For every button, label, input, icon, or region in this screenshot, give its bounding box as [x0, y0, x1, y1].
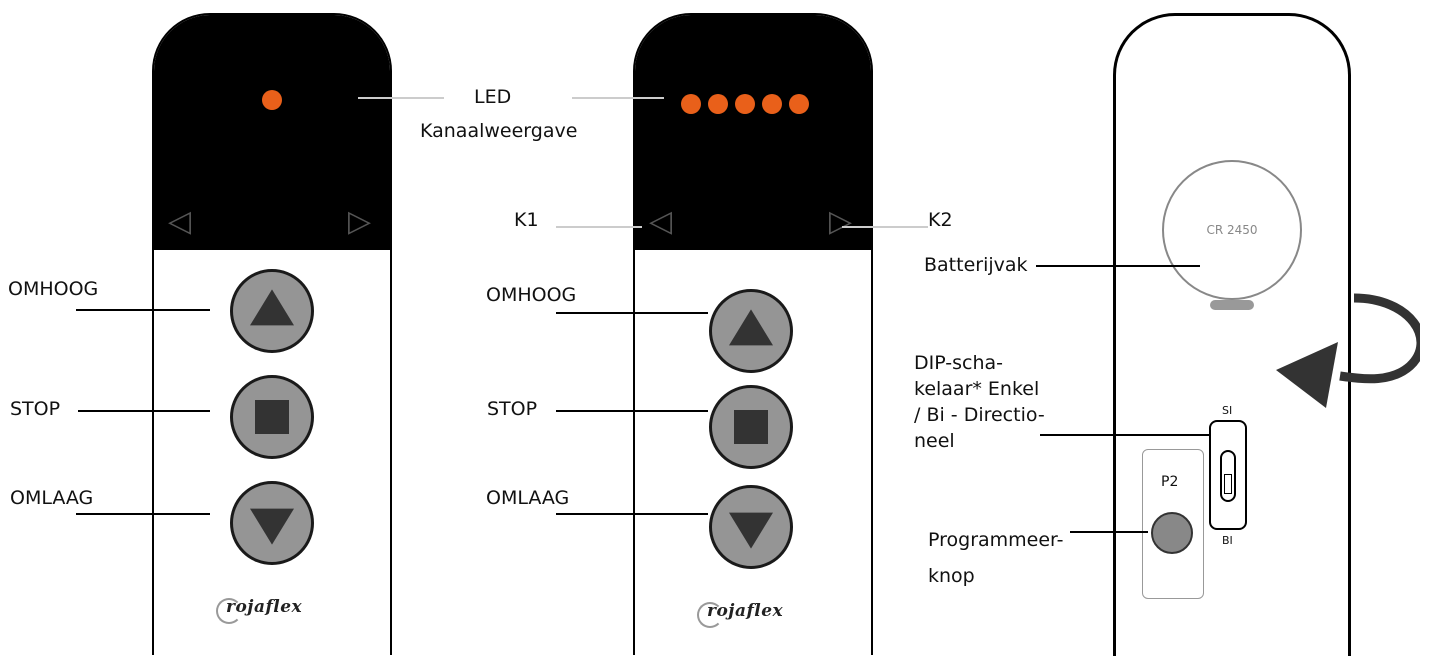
- leader-line-up-left: [76, 309, 210, 311]
- label-k2: K2: [928, 209, 953, 231]
- leader-line-led-right: [572, 97, 664, 99]
- up-button[interactable]: [230, 269, 314, 353]
- up-button[interactable]: [709, 289, 793, 373]
- battery-compartment: CR 2450: [1162, 160, 1302, 300]
- down-triangle-icon: [729, 512, 773, 549]
- leader-line-stop-middle: [556, 410, 708, 412]
- stop-button[interactable]: [709, 385, 793, 469]
- leader-line-k2: [842, 226, 928, 228]
- label-down-left: OMLAAG: [10, 487, 94, 509]
- leader-line-up-middle: [556, 312, 708, 314]
- label-up-middle: OMHOOG: [486, 284, 577, 306]
- channel-left-arrow-icon[interactable]: ◁: [168, 204, 192, 239]
- label-dip-2: kelaar* Enkel: [914, 378, 1040, 400]
- label-k1: K1: [514, 209, 539, 231]
- program-button[interactable]: [1151, 512, 1193, 554]
- label-dip-4: neel: [914, 430, 955, 452]
- label-channel-display: Kanaalweergave: [420, 120, 578, 142]
- p2-label: P2: [1161, 474, 1179, 490]
- rojaflex-logo: rojaflex: [696, 601, 784, 628]
- leader-line-dip: [1040, 434, 1210, 436]
- dip-switch[interactable]: [1209, 420, 1247, 530]
- leader-line-k1: [556, 226, 642, 228]
- up-triangle-icon: [250, 289, 294, 326]
- display-panel: [154, 15, 390, 250]
- stop-square-icon: [734, 410, 768, 444]
- channel-left-arrow-icon[interactable]: ◁: [649, 204, 673, 239]
- label-stop-middle: STOP: [487, 398, 538, 420]
- program-button-area: P2: [1142, 449, 1204, 599]
- channel-right-arrow-icon[interactable]: ▷: [348, 204, 372, 239]
- remote-back: [1113, 13, 1351, 656]
- leader-line-down-middle: [556, 513, 708, 515]
- leader-line-battery: [1036, 265, 1200, 267]
- label-stop-left: STOP: [10, 398, 61, 420]
- battery-type-label: CR 2450: [1206, 223, 1258, 237]
- label-program-2: knop: [928, 565, 975, 587]
- rotate-arrow-icon: [1276, 293, 1420, 408]
- label-led: LED: [474, 86, 512, 108]
- rojaflex-logo: rojaflex: [215, 597, 303, 624]
- channel-right-arrow-icon[interactable]: ▷: [829, 204, 853, 239]
- up-triangle-icon: [729, 309, 773, 346]
- down-button[interactable]: [709, 485, 793, 569]
- led-indicator: [762, 94, 782, 114]
- leader-line-program: [1070, 531, 1148, 533]
- dip-knob[interactable]: [1224, 474, 1232, 494]
- label-dip-3: / Bi - Directio-: [914, 404, 1045, 426]
- label-down-middle: OMLAAG: [486, 487, 570, 509]
- stop-button[interactable]: [230, 375, 314, 459]
- down-button[interactable]: [230, 481, 314, 565]
- stop-square-icon: [255, 400, 289, 434]
- dip-bi-label: BI: [1222, 534, 1233, 547]
- leader-line-down-left: [76, 513, 210, 515]
- leader-line-stop-left: [78, 410, 210, 412]
- led-indicator: [681, 94, 701, 114]
- led-indicator: [708, 94, 728, 114]
- remote-front-multi-channel: ◁ ▷ rojaflex: [633, 13, 873, 655]
- led-indicator: [262, 90, 282, 110]
- leader-line-led-left: [358, 97, 444, 99]
- label-program-1: Programmeer-: [928, 529, 1064, 551]
- remote-front-single-channel: ◁ ▷ rojaflex: [152, 13, 392, 655]
- label-up-left: OMHOOG: [8, 278, 99, 300]
- dip-slot: [1220, 450, 1236, 502]
- dip-single-label: SI: [1222, 404, 1233, 417]
- battery-latch: [1210, 300, 1254, 310]
- label-dip-1: DIP-scha-: [914, 352, 1004, 374]
- down-triangle-icon: [250, 508, 294, 545]
- led-indicator: [789, 94, 809, 114]
- display-panel: [635, 15, 871, 250]
- led-indicator: [735, 94, 755, 114]
- label-battery: Batterijvak: [924, 254, 1028, 276]
